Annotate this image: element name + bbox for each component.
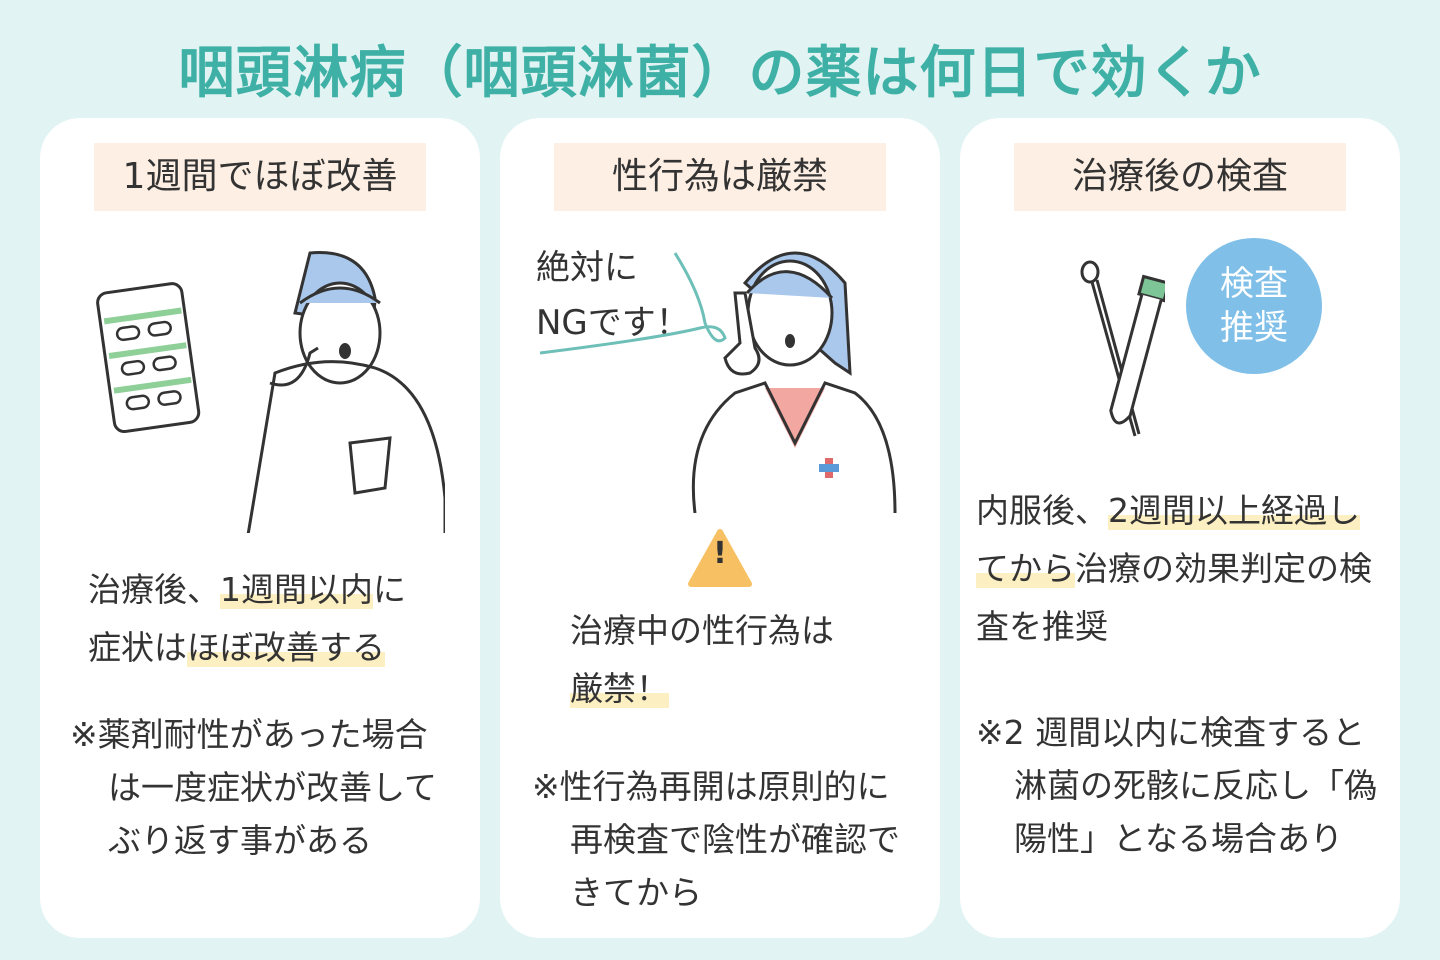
warning-icon [688,529,752,587]
highlight-text: 厳禁！ [570,669,669,708]
card-body: 治療中の性行為は 厳禁！ [570,602,900,718]
card-label: 治療後の検査 [1014,143,1346,211]
card-label: 1週間でほぼ改善 [94,143,426,211]
doctor-illustration [691,251,897,514]
body-text: に [373,570,406,609]
card-no-sex: 性行為は厳禁 絶対に NGです！ ! 治療中の性行為は 厳禁！ ※性行為再開は原… [500,118,940,938]
card-body: 治療後、1週間以内に 症状はほぼ改善する [88,561,468,677]
card-improvement: 1週間でほぼ改善 治療後、1週間以内に 症状はほぼ改善する ※薬剤耐性があった場… [40,118,480,938]
card-note: ※2 週間以内に検査すると淋菌の死骸に反応し「偽陽性」となる場合あり [976,713,1377,858]
warning-symbol: ! [713,536,727,571]
body-text: 治療後、 [88,570,220,609]
card-note: ※薬剤耐性があった場合は一度症状が改善してぶり返す事がある [70,715,438,860]
highlight-text: 1週間以内 [220,570,373,609]
body-text: 治療中の性行為は [570,611,834,650]
body-text: 内服後、 [976,491,1108,530]
man-taking-medicine-illustration [96,251,445,533]
swab-and-test-tube-icon [1080,260,1165,437]
card-body: 内服後、2週間以上経過してから治療の効果判定の検査を推奨 [976,482,1391,656]
badge-line: 検査 [1220,264,1288,304]
card-note: ※性行為再開は原則的に再検査で陰性が確認できてから [532,767,900,912]
test-recommended-badge: 検査推奨 [1186,238,1322,374]
body-text: 治療の効果判定の検査を推奨 [976,549,1372,646]
card-followup-test: 治療後の検査 検査推奨 内服後、2週間以上経過してから治療の効果判定の検査を推奨… [960,118,1400,938]
pill-pack-icon [96,282,201,434]
highlight-text: 2週間以上経過 [1108,491,1327,530]
page-title: 咽頭淋病（咽頭淋菌）の薬は何日で効くか [178,41,1262,106]
medical-cross-icon [819,458,839,478]
highlight-text: ほぼ改善する [187,628,385,667]
speech-line: 絶対に [536,248,638,288]
speech-line-decoration [540,252,727,355]
badge-line: 推奨 [1220,308,1288,348]
body-text: 症状は [88,628,187,667]
card-label: 性行為は厳禁 [554,143,886,211]
